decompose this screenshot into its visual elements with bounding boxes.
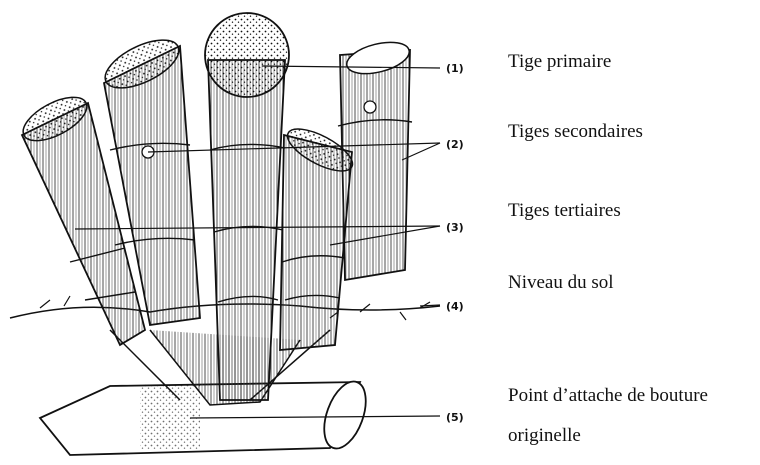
legend-item-primary-stem: Tige primaire	[508, 46, 611, 78]
marker-2: (2)	[446, 138, 464, 151]
legend-item-tertiary-stems: Tiges tertiaires	[508, 195, 621, 227]
marker-3: (3)	[446, 221, 464, 234]
markers: (1) (2) (3) (4) (5)	[446, 62, 464, 424]
legend-item-cutting-attachment-line2: originelle	[508, 420, 581, 452]
legend: Tige primaire Tiges secondaires Tiges te…	[508, 0, 758, 465]
marker-1: (1)	[446, 62, 464, 75]
legend-item-secondary-stems: Tiges secondaires	[508, 116, 643, 148]
legend-item-soil-level: Niveau du sol	[508, 267, 614, 299]
marker-4: (4)	[446, 300, 464, 313]
marker-5: (5)	[446, 411, 464, 424]
legend-item-cutting-attachment: Point d’attache de bouture	[508, 380, 708, 412]
